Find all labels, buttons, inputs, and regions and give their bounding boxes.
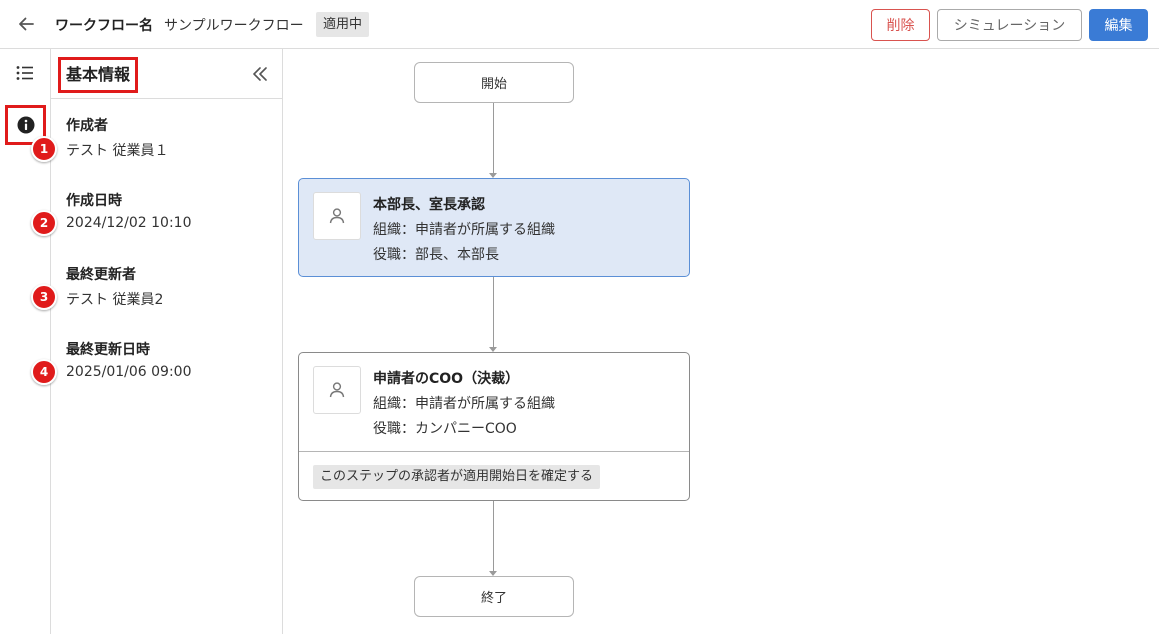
- back-button[interactable]: [12, 10, 40, 38]
- creator-value: テスト 従業員１: [66, 143, 169, 159]
- step-note-badge: このステップの承認者が適用開始日を確定する: [313, 465, 601, 489]
- workflow-canvas: [283, 49, 1159, 634]
- end-node-label: 終了: [480, 591, 507, 606]
- approver-avatar: [313, 192, 361, 240]
- annotation-marker-2: 2: [31, 210, 57, 236]
- step-organization: 組織：申請者が所属する組織: [373, 222, 555, 238]
- connector-arrow-icon: [489, 347, 497, 352]
- step-position: 役職：部長、本部長: [373, 247, 499, 263]
- step-position: 役職：カンパニーCOO: [373, 421, 517, 437]
- annotation-marker-4: 4: [31, 359, 57, 385]
- edit-button[interactable]: 編集: [1089, 9, 1148, 41]
- page-header: ワークフロー名 サンプルワークフロー 適用中 削除 シミュレーション 編集: [0, 0, 1159, 49]
- end-node[interactable]: 終了: [414, 576, 574, 617]
- last-updater-value: テスト 従業員2: [66, 292, 164, 308]
- last-updated-at-value: 2025/01/06 09:00: [66, 364, 192, 380]
- created-at-label: 作成日時: [66, 193, 122, 209]
- simulation-button[interactable]: シミュレーション: [937, 9, 1082, 41]
- connector-line: [493, 501, 494, 571]
- info-view-button[interactable]: [5, 105, 46, 145]
- last-updater-label: 最終更新者: [66, 267, 136, 283]
- step-title: 申請者のCOO（決裁）: [373, 371, 520, 387]
- step-divider: [299, 451, 689, 452]
- person-icon: [329, 382, 345, 398]
- info-panel-header: 基本情報: [51, 49, 282, 99]
- start-node-label: 開始: [480, 77, 507, 92]
- start-node[interactable]: 開始: [414, 62, 574, 103]
- connector-line: [493, 103, 494, 173]
- step-organization: 組織：申請者が所属する組織: [373, 396, 555, 412]
- step-title: 本部長、室長承認: [373, 197, 485, 213]
- annotation-marker-3: 3: [31, 284, 57, 310]
- created-at-value: 2024/12/02 10:10: [66, 215, 192, 231]
- creator-label: 作成者: [66, 118, 108, 134]
- connector-line: [493, 277, 494, 347]
- approval-step-1[interactable]: 本部長、室長承認 組織：申請者が所属する組織 役職：部長、本部長: [298, 178, 690, 277]
- info-panel: 基本情報 作成者 テスト 従業員１ 作成日時 2024/12/02 10:10 …: [51, 49, 283, 634]
- double-chevron-left-icon: [253, 67, 267, 81]
- connector-arrow-icon: [489, 571, 497, 576]
- list-view-button[interactable]: [14, 63, 36, 83]
- last-updated-at-label: 最終更新日時: [66, 342, 150, 358]
- approval-step-2[interactable]: 申請者のCOO（決裁） 組織：申請者が所属する組織 役職：カンパニーCOO この…: [298, 352, 690, 501]
- approver-avatar: [313, 366, 361, 414]
- workflow-name-label: ワークフロー名: [55, 18, 153, 34]
- arrow-left-icon: [19, 17, 34, 31]
- info-panel-title: 基本情報: [58, 57, 139, 93]
- status-badge: 適用中: [316, 12, 370, 37]
- annotation-marker-1: 1: [31, 136, 57, 162]
- collapse-panel-button[interactable]: [249, 63, 271, 85]
- person-icon: [329, 208, 345, 224]
- delete-button[interactable]: 削除: [871, 9, 930, 41]
- workflow-name: サンプルワークフロー: [164, 18, 304, 34]
- connector-arrow-icon: [489, 173, 497, 178]
- list-icon: [16, 66, 33, 80]
- info-icon: [17, 116, 34, 134]
